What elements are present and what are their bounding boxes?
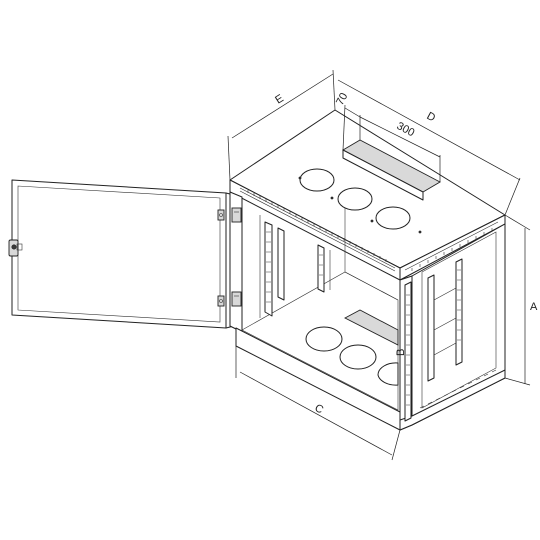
cabinet-body: [229, 109, 506, 431]
cabinet-hinge-icon: [231, 207, 242, 307]
door-lock-icon: [8, 239, 23, 257]
dimension-lines: [227, 69, 531, 461]
label-300: 300: [395, 120, 417, 139]
door-hinge-icon: [217, 209, 225, 307]
label-d: D: [425, 110, 438, 124]
label-70: 70: [334, 91, 350, 107]
open-door: [8, 179, 235, 329]
front-vent-slots: [239, 187, 499, 272]
mounting-rails: [264, 221, 463, 422]
top-cable-cutout: [342, 139, 441, 201]
label-e: E: [273, 92, 286, 106]
bottom-vent-slots: [419, 369, 497, 409]
label-c: C: [313, 402, 326, 416]
label-b: B: [395, 349, 407, 356]
bottom-fan-holes: [305, 309, 399, 386]
label-a: A: [530, 301, 538, 313]
dimension-labels: E D 70 300 A B C: [273, 91, 538, 416]
top-fan-holes: [298, 168, 422, 234]
